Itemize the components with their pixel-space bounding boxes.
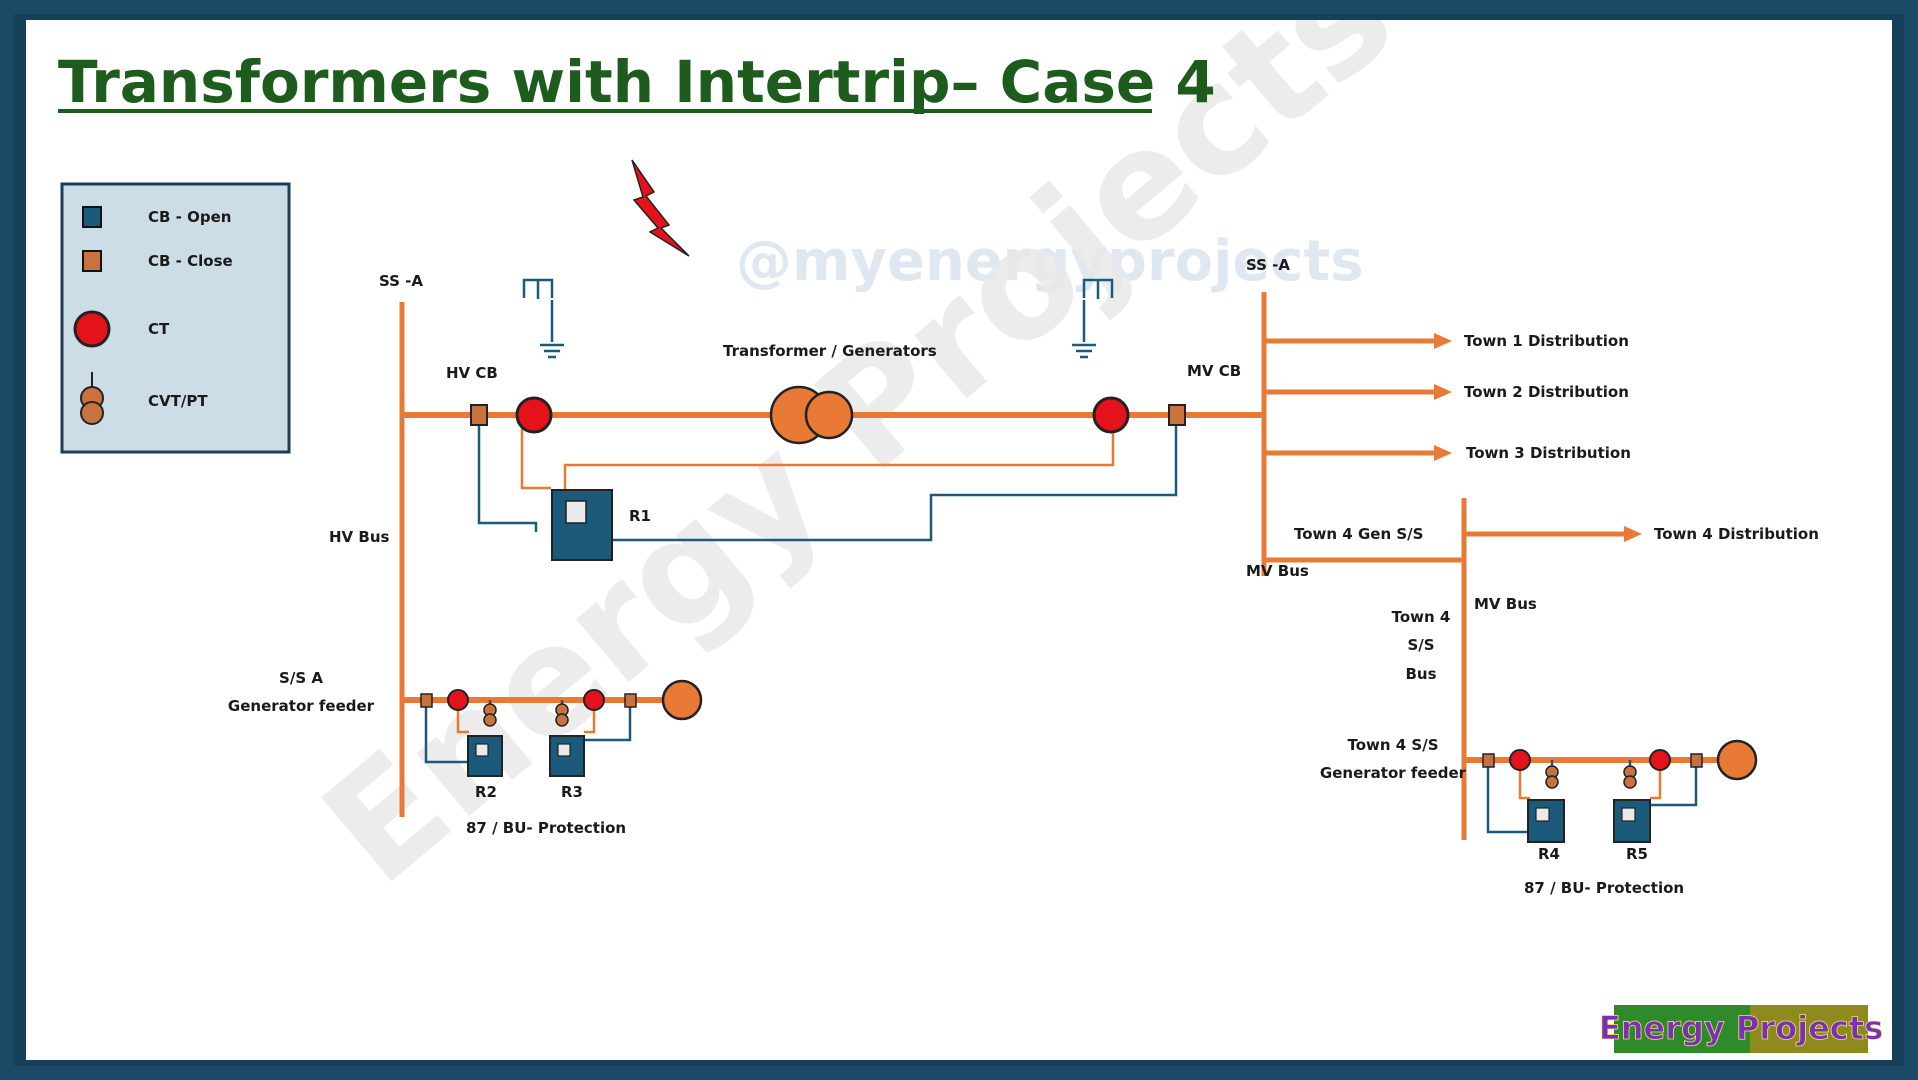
transformer-label: Transformer / Generators — [723, 342, 937, 360]
legend-ct-label: CT — [148, 320, 170, 338]
hv-cb-label: HV CB — [446, 364, 498, 382]
distribution-arrows — [1434, 333, 1642, 542]
brand-logo: Energy Projects — [1598, 1005, 1884, 1053]
legend: CB - Open CB - Close CT CVT/PT — [60, 182, 291, 454]
relay-r4-label: R4 — [1538, 845, 1560, 863]
r1-wiring — [477, 415, 1178, 542]
ssa-cb-1-closed — [420, 693, 433, 708]
town4-gen-label: Town 4 Gen S/S — [1294, 525, 1423, 543]
relay-r5-label: R5 — [1626, 845, 1648, 863]
town4-gen-feeder-line2: Generator feeder — [1320, 764, 1467, 782]
mv-bus-1-label: MV Bus — [1246, 562, 1309, 580]
earth-switch-mv-icon — [1072, 278, 1114, 359]
town2-label: Town 2 Distribution — [1464, 383, 1629, 401]
ssa-cvt-1-icon — [483, 703, 497, 727]
town4-dist-label: Town 4 Distribution — [1654, 525, 1819, 543]
page-title: Transformers with Intertrip– Case 4 — [58, 48, 1216, 116]
diagram-canvas: @myenergyprojects Energy Projects Transf… — [58, 0, 1884, 1053]
brand-logo-text: Energy Projects — [1599, 1009, 1883, 1047]
town3-label: Town 3 Distribution — [1466, 444, 1631, 462]
mv-ct — [1092, 396, 1130, 434]
cb-open-legend-icon — [82, 206, 102, 228]
town1-arrow-icon — [1434, 333, 1452, 349]
relay-r2 — [467, 735, 503, 777]
ct-legend-icon — [73, 310, 111, 348]
mv-bus-2-label: MV Bus — [1474, 595, 1537, 613]
cb-close-legend-icon — [82, 250, 102, 272]
town4-generator-icon — [1716, 739, 1758, 781]
legend-cb-open-label: CB - Open — [148, 208, 231, 226]
mv-cb-label: MV CB — [1187, 362, 1241, 380]
ss-a-left-label: SS -A — [379, 272, 423, 290]
relay-r5 — [1613, 799, 1651, 843]
town2-arrow-icon — [1434, 384, 1452, 400]
town1-label: Town 1 Distribution — [1464, 332, 1629, 350]
town4-cvt-2-icon — [1623, 765, 1637, 789]
legend-cb-close-label: CB - Close — [148, 252, 233, 270]
ssa-ct-1 — [447, 689, 469, 711]
town4-ct-1 — [1509, 749, 1531, 771]
relay-r1-label: R1 — [629, 507, 651, 525]
ssa-ct-2 — [583, 689, 605, 711]
town4-cb-1-closed — [1482, 753, 1495, 768]
relay-r1 — [551, 489, 613, 561]
ss-a-right-label: SS -A — [1246, 256, 1290, 274]
cvt-pt-legend-icon — [80, 372, 104, 425]
relay-r3-label: R3 — [561, 783, 583, 801]
hv-cb-closed — [470, 404, 488, 426]
legend-cvt-pt-label: CVT/PT — [148, 392, 208, 410]
hv-ct — [515, 396, 553, 434]
town4-cvt-1-icon — [1545, 765, 1559, 789]
brand-watermark: Energy Projects — [292, 20, 1424, 918]
town4-cb-2-closed — [1690, 753, 1703, 768]
relay-r3 — [549, 735, 585, 777]
transformer-generator-icon — [769, 385, 854, 445]
relay-r2-label: R2 — [475, 783, 497, 801]
handle-watermark: @myenergyprojects — [736, 229, 1364, 294]
town4-ss-bus-line1: Town 4 — [1392, 608, 1451, 626]
town4-gen-feeder-line1: Town 4 S/S — [1347, 736, 1438, 754]
earth-switch-hv-icon — [522, 278, 564, 359]
protection-left-label: 87 / BU- Protection — [466, 819, 626, 837]
town4-ct-2 — [1649, 749, 1671, 771]
protection-right-label: 87 / BU- Protection — [1524, 879, 1684, 897]
ssa-cvt-2-icon — [555, 703, 569, 727]
mv-cb-closed — [1168, 404, 1186, 426]
town4-ss-bus-line3: Bus — [1405, 665, 1436, 683]
town4-ss-bus-line2: S/S — [1407, 636, 1434, 654]
ssa-cb-2-closed — [624, 693, 637, 708]
ssa-gen-feeder-line2: Generator feeder — [228, 697, 375, 715]
ssa-generator-icon — [661, 679, 703, 721]
town4-arrow-icon — [1624, 526, 1642, 542]
slide: @myenergyprojects Energy Projects Transf… — [26, 0, 1892, 1060]
fault-lightning-icon — [631, 159, 690, 257]
town3-arrow-icon — [1434, 445, 1452, 461]
hv-bus-label: HV Bus — [329, 528, 389, 546]
ssa-gen-feeder-line1: S/S A — [279, 669, 323, 687]
relay-r4 — [1527, 799, 1565, 843]
